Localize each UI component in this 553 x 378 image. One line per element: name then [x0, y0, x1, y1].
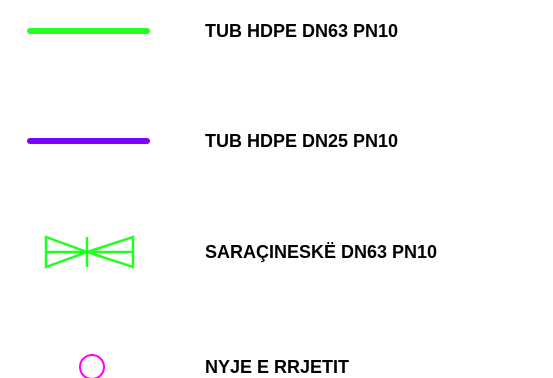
green-pipe-line-icon [25, 16, 155, 46]
valve-svg [44, 235, 135, 269]
node-circle [79, 354, 105, 378]
node-circle-svg [79, 354, 105, 378]
legend-label-valve: SARAÇINESKË DN63 PN10 [205, 242, 438, 262]
purple-pipe-line-svg [27, 138, 150, 144]
legend-row-hdpe-dn25: TUB HDPE DN25 PN10 [0, 126, 553, 156]
legend-row-valve: SARAÇINESKË DN63 PN10 [0, 232, 553, 272]
legend-row-hdpe-dn63: TUB HDPE DN63 PN10 [0, 16, 553, 46]
purple-pipe-line-icon [25, 126, 155, 156]
node-circle-icon [25, 345, 155, 378]
legend-label-node: NYJE E RRJETIT [205, 357, 350, 377]
legend-label-hdpe-dn63: TUB HDPE DN63 PN10 [205, 21, 399, 41]
legend-row-node: NYJE E RRJETIT [0, 345, 553, 378]
legend-label-hdpe-dn25: TUB HDPE DN25 PN10 [205, 131, 399, 151]
valve-icon [25, 232, 155, 272]
green-pipe-line-svg [27, 28, 150, 34]
